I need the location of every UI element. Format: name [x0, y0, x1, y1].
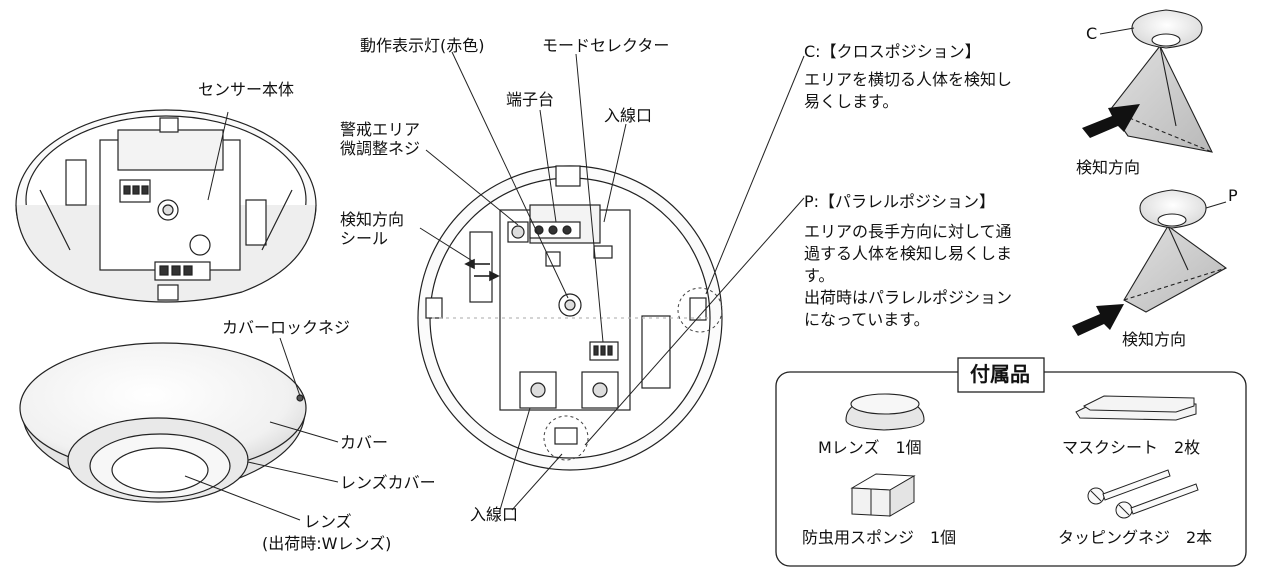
accessories-title: 付属品: [970, 362, 1030, 386]
mask-sheet-label: マスクシート 2枚: [1062, 438, 1201, 457]
sensor-body-label: センサー本体: [198, 80, 295, 99]
p-direction-label: 検知方向: [1122, 330, 1187, 349]
p-position-desc-3: す。: [804, 266, 835, 285]
mask-sheet-illustration: [1075, 395, 1197, 421]
p-position-desc-4: 出荷時はパラレルポジション: [804, 288, 1013, 307]
led-label: 動作表示灯(赤色): [360, 36, 485, 55]
terminal-label: 端子台: [506, 90, 555, 109]
c-direction-arrow-icon: [1082, 104, 1140, 138]
c-position-desc-2: 易くします。: [804, 92, 899, 111]
c-position-illustration: [1099, 9, 1213, 153]
lens-cover-label: レンズカバー: [340, 473, 436, 492]
cover-lock-label: カバーロックネジ: [222, 318, 351, 337]
screw-illustration: [1087, 469, 1199, 519]
sensor-body-illustration: [15, 109, 317, 303]
p-position-title: P:【パラレルポジション】: [804, 192, 996, 211]
lens-note-label: (出荷時:Wレンズ): [262, 534, 392, 553]
c-position-title: C:【クロスポジション】: [804, 42, 981, 61]
mode-selector-label: モードセレクター: [542, 36, 670, 55]
main-body-illustration: [417, 165, 723, 471]
alarm-area-label-2: 微調整ネジ: [340, 139, 421, 158]
m-lens-label: Mレンズ 1個: [818, 438, 922, 457]
p-position-illustration: [1123, 189, 1228, 313]
sponge-illustration: [850, 473, 916, 517]
c-position-desc-1: エリアを横切る人体を検知し: [804, 70, 1013, 89]
screws-label: タッピングネジ 2本: [1058, 528, 1213, 547]
cover-label: カバー: [340, 433, 389, 452]
alarm-area-label-1: 警戒エリア: [340, 120, 421, 139]
p-direction-arrow-icon: [1072, 304, 1124, 336]
p-position-desc-2: 過する人体を検知し易くしま: [804, 244, 1013, 263]
p-marker-label: P: [1228, 186, 1238, 205]
direction-seal-label-1: 検知方向: [340, 210, 405, 229]
cover-illustration: [19, 342, 307, 503]
p-position-desc-1: エリアの長手方向に対して通: [804, 222, 1012, 241]
entry-bottom-label: 入線口: [470, 505, 519, 524]
sponge-label: 防虫用スポンジ 1個: [802, 528, 957, 547]
direction-seal-label-2: シール: [340, 229, 389, 248]
entry-top-label: 入線口: [604, 106, 653, 125]
c-direction-label: 検知方向: [1076, 158, 1141, 177]
c-marker-label: C: [1086, 24, 1098, 43]
p-position-desc-5: になっています。: [804, 310, 930, 329]
lens-label: レンズ: [304, 512, 352, 531]
m-lens-illustration: [845, 393, 925, 431]
